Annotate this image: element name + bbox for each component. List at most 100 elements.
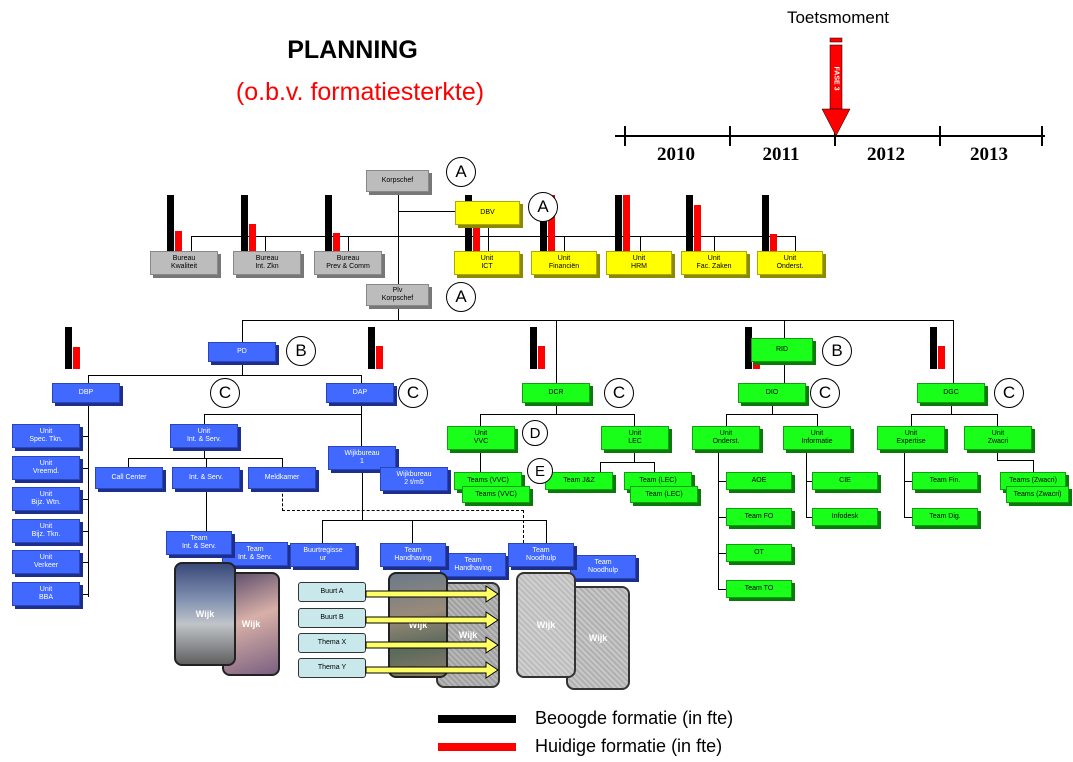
- box-unit-informatie[interactable]: Unit Informatie: [783, 426, 851, 450]
- connector-line: [488, 236, 796, 237]
- box-cie[interactable]: CIE: [812, 472, 878, 490]
- current-formation-bar: [73, 347, 80, 369]
- box-unit-bijz-wtn[interactable]: Unit Bijz. Wtn.: [12, 487, 80, 511]
- box-unit-bba[interactable]: Unit BBA: [12, 582, 80, 606]
- label-d: D: [522, 420, 548, 446]
- box-team-lec-2[interactable]: Team (LEC): [630, 486, 698, 503]
- box-team-dig[interactable]: Team Dig.: [912, 508, 978, 526]
- box-wijkbureau-1[interactable]: Wijkbureau 1: [328, 446, 396, 470]
- connector-line: [80, 499, 89, 500]
- connector-line: [80, 562, 89, 563]
- box-buurt-a[interactable]: Buurt A: [298, 582, 366, 602]
- connector-line: [817, 414, 818, 426]
- box-team-fin[interactable]: Team Fin.: [912, 472, 978, 490]
- box-bureau-prev-comm[interactable]: Bureau Prev & Comm: [314, 251, 382, 275]
- box-unit-onderst-dio[interactable]: Unit Onderst.: [692, 426, 760, 450]
- box-thema-y[interactable]: Thema Y: [298, 658, 366, 678]
- box-dbv[interactable]: DBV: [455, 201, 520, 225]
- box-team-to[interactable]: Team TO: [726, 580, 792, 598]
- target-formation-bar: [65, 327, 72, 369]
- box-team-handhaving-back[interactable]: Team Handhaving: [440, 553, 506, 577]
- label-a-dbv: A: [528, 192, 558, 222]
- box-meldkamer[interactable]: Meldkamer: [248, 467, 316, 489]
- year-2013: 2013: [970, 144, 1008, 165]
- current-formation-bar: [249, 224, 256, 251]
- box-pd[interactable]: PD: [208, 342, 276, 362]
- connector-line: [904, 517, 912, 518]
- connector-line: [718, 450, 719, 590]
- box-plv-korpschef[interactable]: Plv Korpschef: [366, 284, 429, 306]
- box-buurtregisseur[interactable]: Buurtregisse ur: [290, 543, 356, 567]
- box-team-int-serv[interactable]: Team Int. & Serv.: [166, 531, 232, 555]
- connector-line: [806, 481, 812, 482]
- box-bureau-int-zkn[interactable]: Bureau Int. Zkn: [233, 251, 301, 275]
- wijk-photo-card: Wijk: [174, 562, 236, 666]
- box-korpschef[interactable]: Korpschef: [366, 170, 429, 192]
- target-formation-bar: [325, 195, 332, 251]
- box-unit-hrm[interactable]: Unit HRM: [606, 251, 672, 275]
- box-unit-expertise[interactable]: Unit Expertise: [877, 426, 945, 450]
- box-unit-spec-tkn[interactable]: Unit Spec. Tkn.: [12, 424, 80, 448]
- box-call-center[interactable]: Call Center: [95, 467, 163, 489]
- box-wijkbureau-2-5[interactable]: Wijkbureau 2 t/m5: [380, 467, 448, 491]
- box-teams-vvc-2[interactable]: Teams (VVC): [462, 486, 530, 503]
- box-dap[interactable]: DAP: [326, 383, 394, 403]
- connector-line: [634, 462, 654, 463]
- box-unit-int-serv[interactable]: Unit Int. & Serv.: [170, 424, 238, 448]
- label-c-dio: C: [810, 378, 840, 408]
- box-unit-financien[interactable]: Unit Financiën: [531, 251, 597, 275]
- box-ot[interactable]: OT: [726, 544, 792, 562]
- connector-line: [128, 458, 282, 459]
- target-formation-bar: [530, 327, 537, 369]
- box-int-serv[interactable]: Int. & Serv.: [172, 467, 240, 489]
- box-team-noodhulp[interactable]: Team Noodhulp: [508, 543, 574, 567]
- connector-line: [80, 468, 89, 469]
- connector-line: [795, 236, 796, 251]
- connector-line: [412, 520, 413, 543]
- box-teams-zwacri-2[interactable]: Teams (Zwacri): [1006, 486, 1069, 503]
- box-unit-ict[interactable]: Unit ICT: [454, 251, 520, 275]
- connector-line: [348, 236, 349, 251]
- box-dgc[interactable]: DGC: [917, 383, 985, 403]
- box-buurt-b[interactable]: Buurt B: [298, 608, 366, 628]
- label-e: E: [527, 458, 553, 484]
- current-formation-bar: [175, 231, 182, 251]
- box-team-handhaving[interactable]: Team Handhaving: [380, 543, 446, 567]
- box-bureau-kwaliteit[interactable]: Bureau Kwaliteit: [150, 251, 218, 275]
- connector-line: [600, 462, 634, 463]
- target-formation-bar: [241, 195, 248, 251]
- box-team-jz[interactable]: Team J&Z: [545, 472, 613, 490]
- connector-line: [951, 403, 952, 414]
- connector-line: [997, 450, 998, 460]
- current-formation-bar: [376, 346, 383, 369]
- label-b-pd: B: [286, 336, 316, 366]
- connector-line: [546, 520, 547, 543]
- connector-line: [322, 520, 323, 543]
- connector-line: [282, 458, 283, 467]
- box-unit-verkeer[interactable]: Unit Verkeer: [12, 550, 80, 574]
- box-unit-onderst-top[interactable]: Unit Onderst.: [757, 251, 823, 275]
- box-team-fo[interactable]: Team FO: [726, 508, 792, 526]
- box-unit-lec[interactable]: Unit LEC: [601, 426, 669, 450]
- box-unit-bijz-tkn[interactable]: Unit Bijz. Tkn.: [12, 519, 80, 543]
- box-rid[interactable]: RID: [751, 338, 813, 362]
- box-dcr[interactable]: DCR: [522, 383, 590, 403]
- label-c-dap: C: [398, 378, 428, 408]
- box-dbp[interactable]: DBP: [52, 383, 120, 403]
- meldkamer-dashed-line: [523, 510, 525, 543]
- current-formation-bar: [538, 346, 545, 369]
- box-unit-vvc[interactable]: Unit VVC: [447, 426, 515, 450]
- box-infodesk[interactable]: Infodesk: [812, 508, 878, 526]
- box-unit-zwacri[interactable]: Unit Zwacri: [964, 426, 1032, 450]
- connector-line: [654, 462, 655, 472]
- box-unit-fac-zaken[interactable]: Unit Fac. Zaken: [681, 251, 747, 275]
- connector-line: [88, 375, 89, 383]
- box-team-noodhulp-back[interactable]: Team Noodhulp: [570, 555, 636, 579]
- box-dio[interactable]: DIO: [738, 383, 806, 403]
- box-team-int-serv-back[interactable]: Team Int. & Serv.: [222, 542, 288, 566]
- connector-line: [640, 236, 641, 251]
- box-aoe[interactable]: AOE: [726, 472, 792, 490]
- box-unit-vreemd[interactable]: Unit Vreemd.: [12, 456, 80, 480]
- box-thema-x[interactable]: Thema X: [298, 633, 366, 653]
